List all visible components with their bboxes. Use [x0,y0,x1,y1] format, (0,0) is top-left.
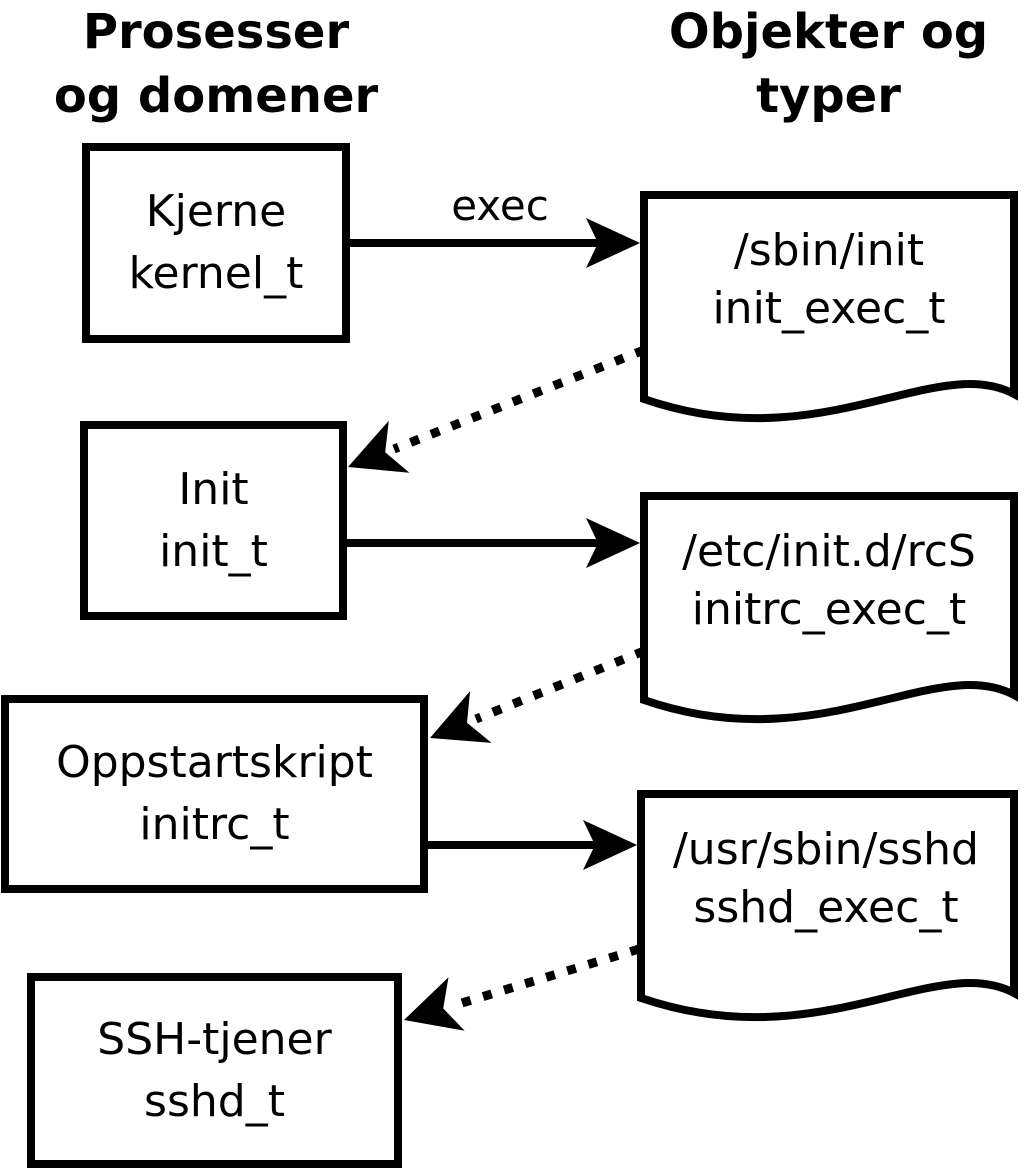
process-name: SSH-tjener [97,1013,332,1065]
transition-arrow-sshd-exec-to-sshd [404,944,641,1031]
exec-arrow-init-to-rcs [347,518,640,568]
column-header-objects: Objekter og typer [668,4,989,124]
process-box-kernel: Kjerne kernel_t [82,143,350,343]
process-box-init: Init init_t [80,421,347,620]
object-label-usr-sbin-sshd: /usr/sbin/sshd sshd_exec_t [637,790,1015,968]
process-domain: initrc_t [139,799,290,850]
object-label-etc-initd-rcs: /etc/init.d/rcS initrc_exec_t [640,492,1018,670]
column-header-processes: Prosesser og domener [53,4,379,124]
object-path: /etc/init.d/rcS [682,526,976,577]
process-box-sshd: SSH-tjener sshd_t [27,973,402,1168]
exec-arrow-initrc-to-sshd [428,820,637,870]
transition-arrow-rcs-to-initrc [430,646,646,743]
process-box-initrc: Oppstartskript initrc_t [1,695,428,893]
object-type: sshd_exec_t [693,882,959,933]
transition-arrow-sbin-init-to-init [348,345,646,473]
process-name: Kjerne [145,186,287,237]
process-name: Init [178,463,249,515]
object-path: /sbin/init [733,225,925,276]
object-label-sbin-init: /sbin/init init_exec_t [640,191,1018,369]
object-type: init_exec_t [712,283,946,334]
process-domain: init_t [159,525,268,577]
object-type: initrc_exec_t [691,584,967,635]
process-domain: kernel_t [128,248,304,299]
process-domain: sshd_t [144,1075,285,1127]
process-name: Oppstartskript [56,737,373,788]
object-path: /usr/sbin/sshd [672,824,979,875]
exec-arrow-label: exec [451,181,549,230]
